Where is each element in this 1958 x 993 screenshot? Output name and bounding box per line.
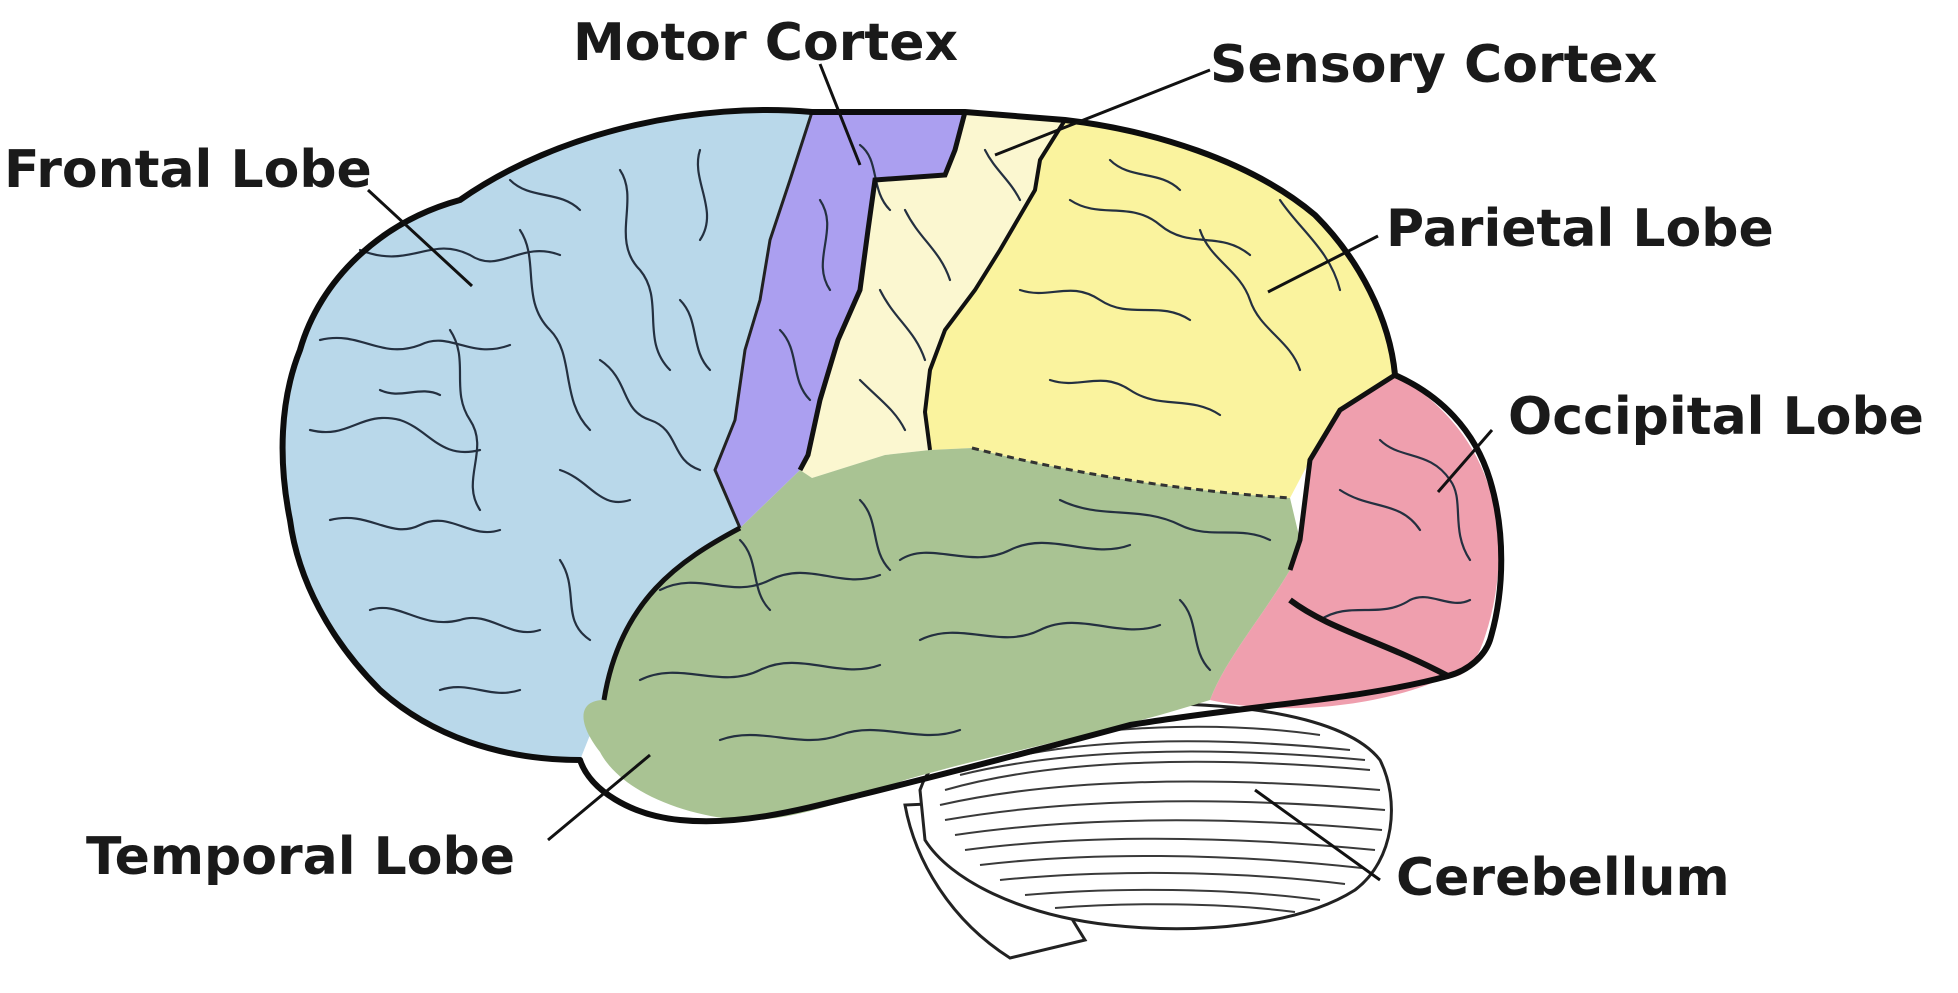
parietal-leader (1267, 234, 1379, 294)
occipital-lobe-region (1210, 375, 1499, 709)
gyri-lines (308, 143, 1472, 742)
frontal-lobe-label: Frontal Lobe (4, 140, 372, 200)
cerebellum-leader (1254, 788, 1381, 882)
motor-cortex-region (715, 112, 965, 528)
postcentral-boundary (922, 118, 1067, 451)
temporal-leader (547, 753, 651, 842)
motor-leader (818, 63, 862, 166)
parietal-temporal-boundary (971, 446, 1291, 500)
cerebrum-outline (279, 107, 1505, 825)
cerebellum-label: Cerebellum (1396, 848, 1730, 908)
sensory-cortex-label: Sensory Cortex (1210, 35, 1657, 95)
sensory-leader (994, 68, 1211, 157)
occipital-leader (1436, 429, 1494, 493)
frontal-lobe-region (282, 110, 812, 760)
lateral-sulcus (601, 525, 742, 701)
motor-cortex-label: Motor Cortex (573, 13, 958, 73)
frontal-leader (366, 188, 474, 288)
precentral-boundary (713, 111, 814, 529)
central-sulcus (797, 111, 968, 472)
parietal-lobe-region (925, 120, 1395, 498)
occipital-fissure (1288, 597, 1450, 679)
parietal-lobe-label: Parietal Lobe (1386, 199, 1774, 259)
occipital-lobe-label: Occipital Lobe (1508, 387, 1924, 447)
temporal-lobe-label: Temporal Lobe (86, 827, 515, 887)
parieto-occipital-boundary (1287, 372, 1397, 571)
